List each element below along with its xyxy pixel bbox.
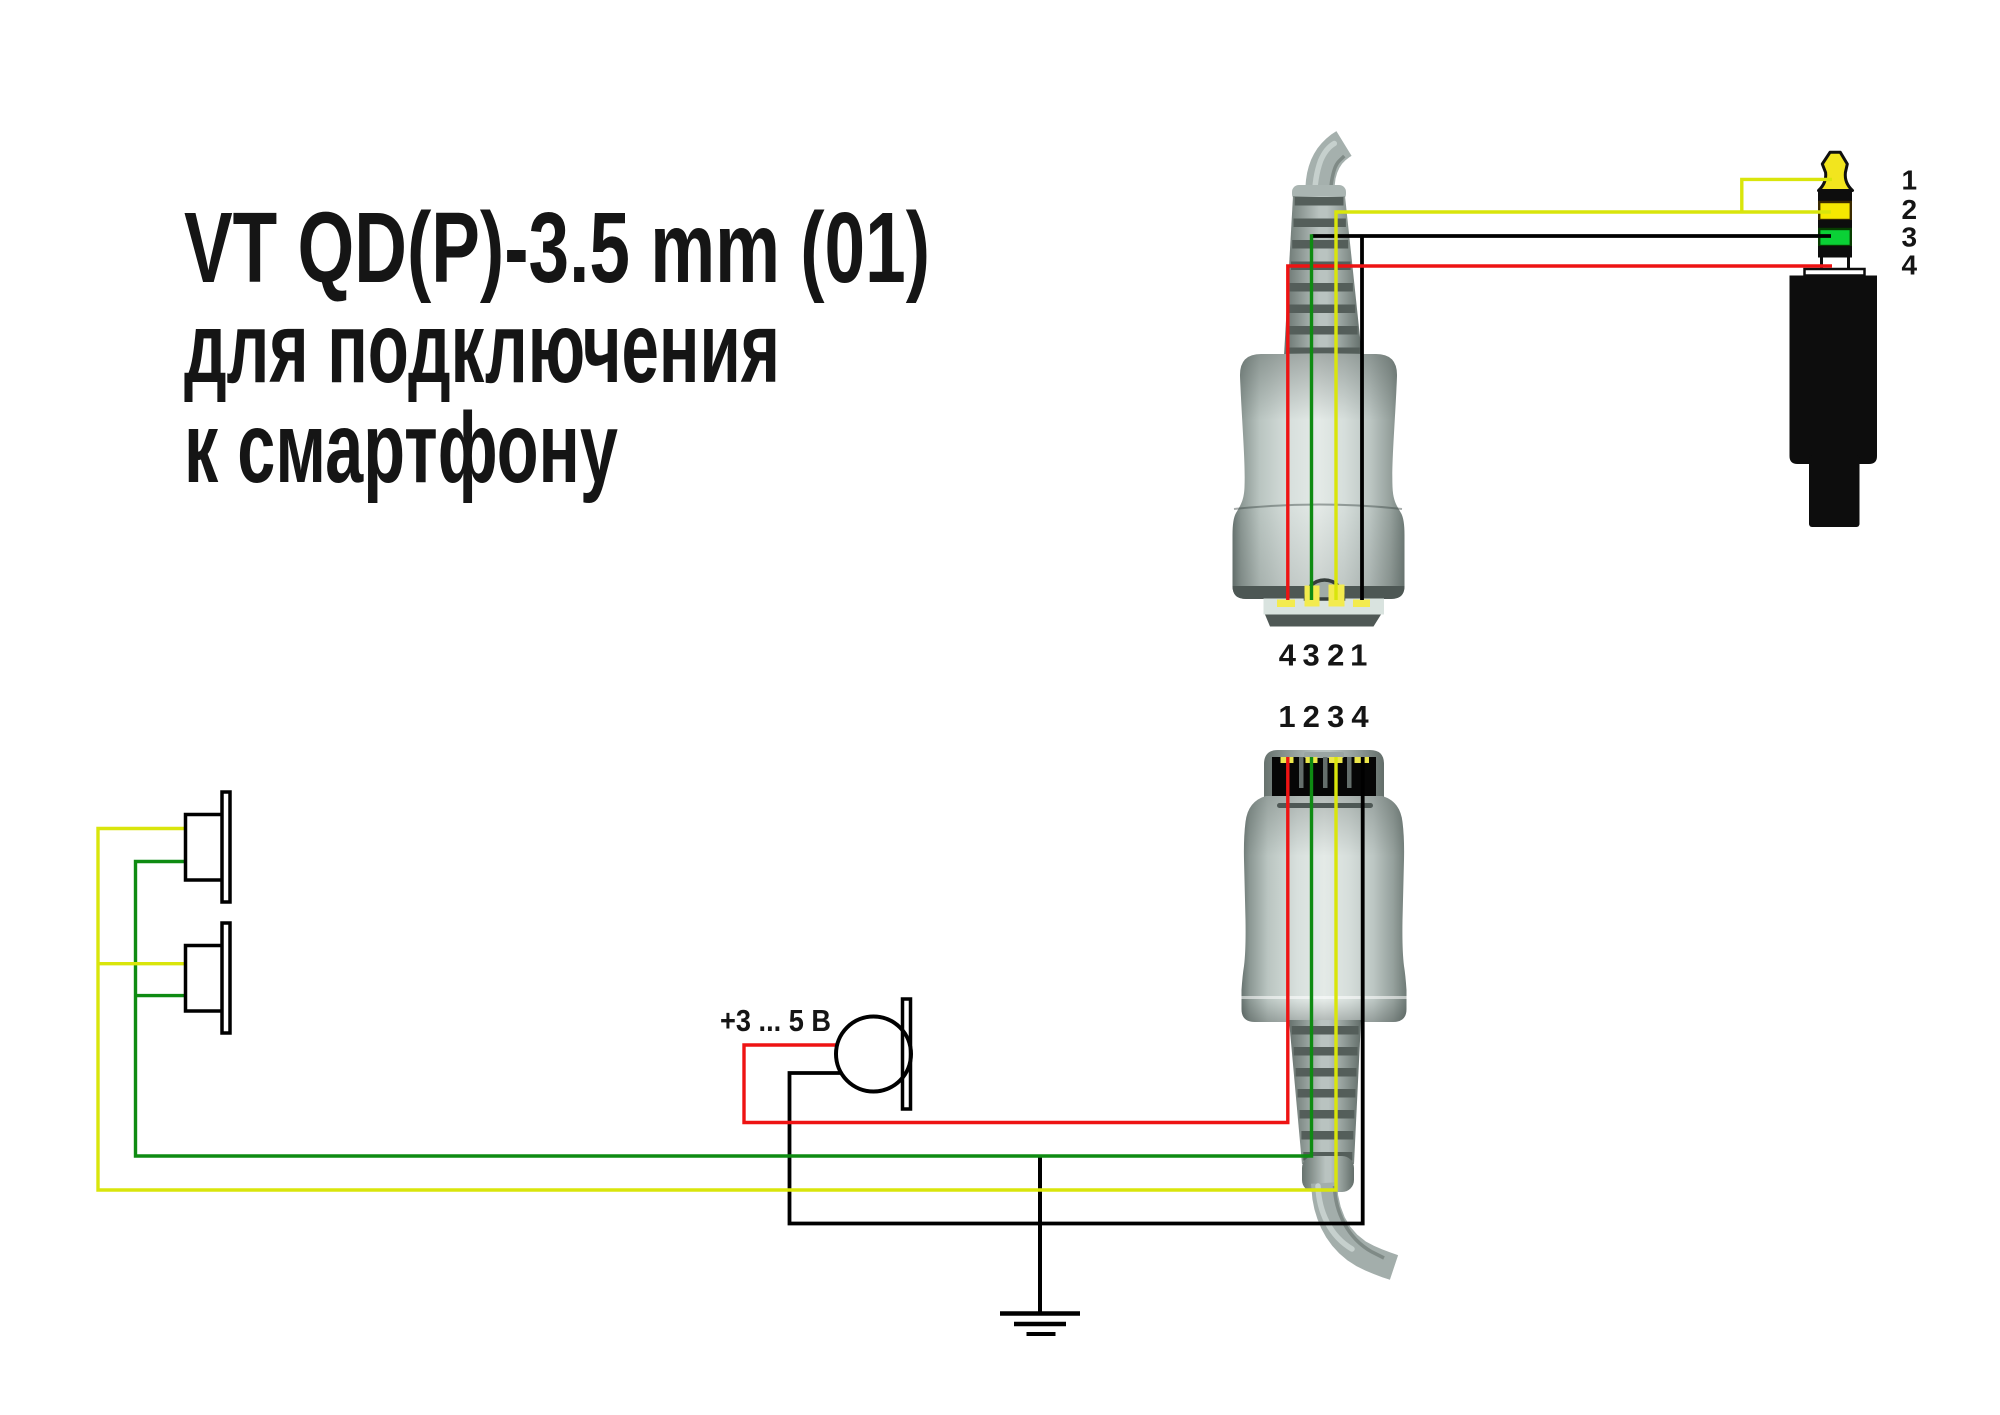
svg-text:2: 2 [1303, 699, 1320, 734]
svg-text:+3 ... 5 В: +3 ... 5 В [720, 1003, 831, 1038]
svg-text:3: 3 [1902, 222, 1918, 253]
svg-text:1: 1 [1278, 699, 1295, 734]
svg-text:для подключения: для подключения [184, 292, 780, 404]
svg-text:к смартфону: к смартфону [184, 392, 618, 504]
svg-text:VT QD(P)-3.5 mm (01): VT QD(P)-3.5 mm (01) [184, 192, 930, 304]
svg-text:1: 1 [1902, 165, 1918, 196]
svg-text:4: 4 [1351, 699, 1369, 734]
svg-text:1: 1 [1350, 638, 1367, 673]
svg-text:2: 2 [1327, 638, 1344, 673]
svg-text:4: 4 [1279, 638, 1297, 673]
svg-text:3: 3 [1302, 638, 1319, 673]
svg-text:3: 3 [1327, 699, 1344, 734]
svg-text:2: 2 [1902, 194, 1918, 225]
svg-text:4: 4 [1902, 250, 1918, 281]
